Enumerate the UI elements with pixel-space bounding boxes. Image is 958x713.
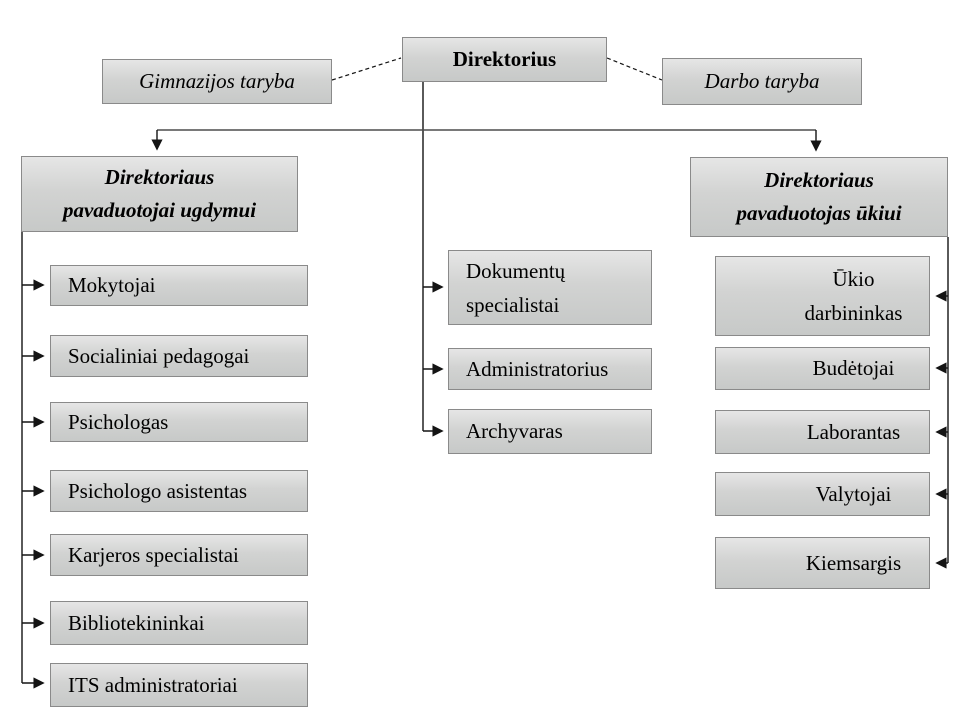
dashed-connector-right xyxy=(606,57,663,81)
node-karjeros-specialistai: Karjeros specialistai xyxy=(50,534,308,576)
node-bibliotekininkai-label: Bibliotekininkai xyxy=(68,610,205,635)
node-valytojai-label: Valytojai xyxy=(815,481,892,506)
node-valytojai: Valytojai xyxy=(715,472,930,516)
node-archyvaras-label: Archyvaras xyxy=(466,419,563,443)
node-budetojai: Budėtojai xyxy=(715,347,930,390)
node-karjeros-specialistai-label: Karjeros specialistai xyxy=(68,542,239,567)
node-gimnazijos-taryba-label: Gimnazijos taryba xyxy=(139,69,295,93)
node-dokumentu-specialistai-line2: specialistai xyxy=(466,292,560,317)
node-archyvaras: Archyvaras xyxy=(448,409,652,454)
dashed-connector-left xyxy=(331,57,402,81)
node-kiemsargis: Kiemsargis xyxy=(715,537,930,589)
node-darbo-taryba-label: Darbo taryba xyxy=(704,69,820,93)
deputy-maintenance-line2: pavaduotojas ūkiui xyxy=(736,201,902,225)
node-ukio-darbininkas: Ūkio darbininkas xyxy=(715,256,930,336)
node-laborantas-label: Laborantas xyxy=(806,419,901,444)
node-socialiniai-pedagogai-label: Socialiniai pedagogai xyxy=(68,343,250,368)
node-kiemsargis-label: Kiemsargis xyxy=(805,550,902,575)
node-its-administratoriai: ITS administratoriai xyxy=(50,663,308,707)
node-ukio-darbininkas-line1: Ūkio xyxy=(832,267,875,291)
node-its-administratoriai-label: ITS administratoriai xyxy=(68,672,238,697)
node-bibliotekininkai: Bibliotekininkai xyxy=(50,601,308,645)
node-mokytojai-label: Mokytojai xyxy=(68,273,156,297)
node-darbo-taryba: Darbo taryba xyxy=(662,58,862,105)
node-psichologas-label: Psichologas xyxy=(68,409,169,434)
node-mokytojai: Mokytojai xyxy=(50,265,308,306)
node-psichologo-asistentas: Psichologo asistentas xyxy=(50,470,308,512)
node-direktorius-label: Direktorius xyxy=(452,47,557,71)
node-gimnazijos-taryba: Gimnazijos taryba xyxy=(102,59,332,104)
node-socialiniai-pedagogai: Socialiniai pedagogai xyxy=(50,335,308,377)
node-dokumentu-specialistai-line1: Dokumentų xyxy=(466,258,566,283)
node-deputies-education-header: Direktoriaus pavaduotojai ugdymui xyxy=(21,156,298,232)
node-direktorius: Direktorius xyxy=(402,37,607,82)
node-dokumentu-specialistai: Dokumentų specialistai xyxy=(448,250,652,325)
node-laborantas: Laborantas xyxy=(715,410,930,454)
node-budetojai-label: Budėtojai xyxy=(812,356,895,380)
deputies-education-line2: pavaduotojai ugdymui xyxy=(62,198,257,222)
node-ukio-darbininkas-line2: darbininkas xyxy=(804,301,903,325)
node-psichologo-asistentas-label: Psichologo asistentas xyxy=(68,478,248,503)
node-psichologas: Psichologas xyxy=(50,402,308,442)
node-deputy-maintenance-header: Direktoriaus pavaduotojas ūkiui xyxy=(690,157,948,237)
node-administratorius: Administratorius xyxy=(448,348,652,390)
node-administratorius-label: Administratorius xyxy=(466,356,609,381)
deputies-education-line1: Direktoriaus xyxy=(104,165,215,189)
deputy-maintenance-line1: Direktoriaus xyxy=(764,168,874,192)
